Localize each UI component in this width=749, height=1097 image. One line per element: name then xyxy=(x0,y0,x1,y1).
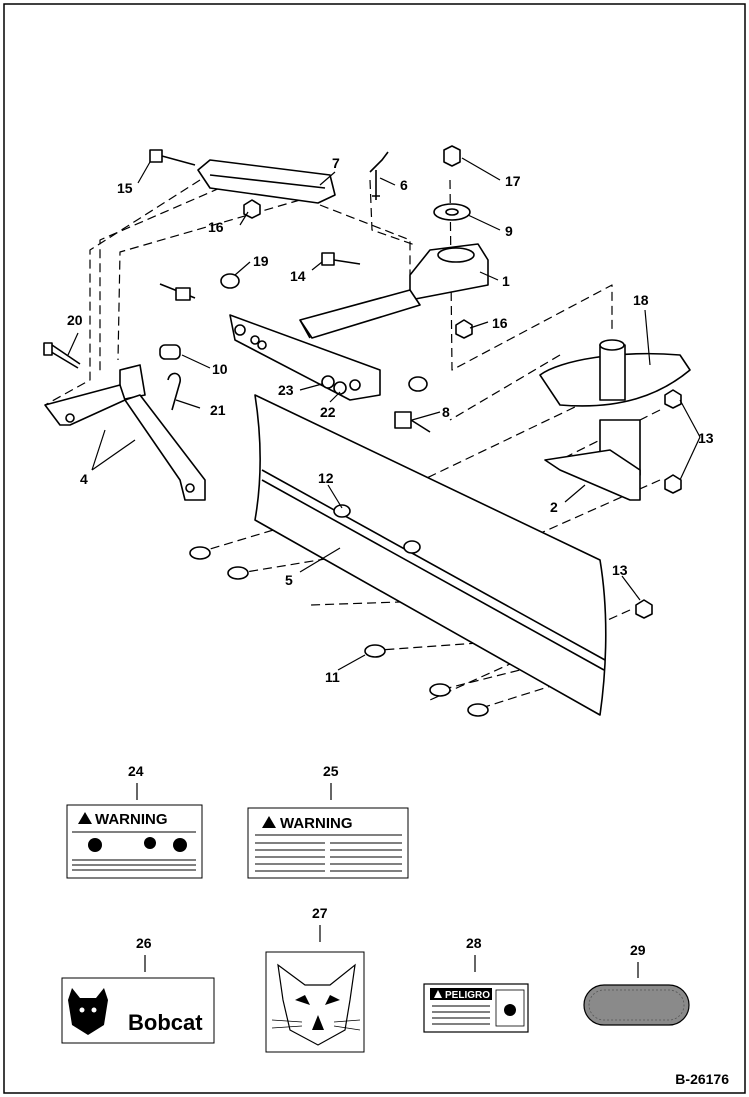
callout-20: 20 xyxy=(67,312,83,328)
bushing-10 xyxy=(159,344,181,360)
decal-25-warning: WARNING xyxy=(247,807,409,879)
bobcat-logo-icon xyxy=(68,988,108,1035)
decal-29-reflector xyxy=(583,984,690,1026)
callout-18: 18 xyxy=(633,292,649,308)
callout-labels: 15 7 6 17 9 16 19 14 1 16 18 20 10 23 22… xyxy=(67,155,714,958)
decal-leaders xyxy=(136,783,639,978)
lock-nut-extra xyxy=(408,376,428,392)
callout-25: 25 xyxy=(323,763,339,779)
bolt-upper-left xyxy=(159,283,196,301)
nut-22-23 xyxy=(321,375,347,395)
nut-13-middle xyxy=(664,474,682,494)
callout-22: 22 xyxy=(320,404,336,420)
decal-27-bobcat-head xyxy=(265,951,365,1053)
pin-20 xyxy=(43,342,81,369)
turntable-18 xyxy=(539,339,691,407)
decal-28-peligro: PELIGRO xyxy=(423,983,529,1033)
callout-26: 26 xyxy=(136,935,152,951)
nut-16-lower xyxy=(455,319,473,339)
nut-13-upper xyxy=(664,389,682,409)
pin-6 xyxy=(369,151,389,200)
decal-26-bobcat: Bobcat xyxy=(61,977,215,1044)
washer-9 xyxy=(433,203,471,221)
main-frame-tube xyxy=(229,243,489,401)
carriage-bolts xyxy=(189,504,489,717)
callout-21: 21 xyxy=(210,402,226,418)
callout-27: 27 xyxy=(312,905,328,921)
blade-mount-2 xyxy=(544,419,641,501)
blade-5 xyxy=(254,394,607,716)
callout-6: 6 xyxy=(400,177,408,193)
exploded-assembly xyxy=(43,145,691,717)
callout-16-lower: 16 xyxy=(492,315,508,331)
diagram-frame xyxy=(3,3,746,1094)
decal-26-brand: Bobcat xyxy=(128,1010,203,1035)
nut-17 xyxy=(443,145,461,167)
callout-13-upper: 13 xyxy=(698,430,714,446)
decal-24-title: WARNING xyxy=(95,811,168,828)
callout-2: 2 xyxy=(550,499,558,515)
decal-24-warning: WARNING xyxy=(66,804,203,879)
hair-pin-21 xyxy=(167,372,181,411)
callout-13-lower: 13 xyxy=(612,562,628,578)
callout-29: 29 xyxy=(630,942,646,958)
lock-nut-19 xyxy=(220,273,240,289)
bolt-15 xyxy=(149,149,196,166)
callout-8: 8 xyxy=(442,404,450,420)
callout-28: 28 xyxy=(466,935,482,951)
callout-leaders xyxy=(67,157,701,671)
nut-13-lower xyxy=(635,599,653,619)
upper-link-bracket xyxy=(197,159,336,204)
figure-number: B-26176 xyxy=(675,1071,729,1087)
callout-19: 19 xyxy=(253,253,269,269)
nut-16-upper xyxy=(243,199,261,219)
callout-9: 9 xyxy=(505,223,513,239)
callout-5: 5 xyxy=(285,572,293,588)
callout-24: 24 xyxy=(128,763,144,779)
bolt-14 xyxy=(321,252,361,266)
callout-10: 10 xyxy=(212,361,228,377)
callout-15: 15 xyxy=(117,180,133,196)
decal-28-title: PELIGRO xyxy=(445,990,490,1001)
callout-23: 23 xyxy=(278,382,294,398)
callout-1: 1 xyxy=(502,273,510,289)
decal-25-title: WARNING xyxy=(280,815,353,832)
callout-12: 12 xyxy=(318,470,334,486)
callout-11: 11 xyxy=(325,669,340,685)
callout-16-upper: 16 xyxy=(208,219,224,235)
pivot-bolt-8 xyxy=(394,411,431,433)
callout-17: 17 xyxy=(505,173,521,189)
callout-7: 7 xyxy=(332,155,340,171)
mount-bracket-4 xyxy=(44,364,206,501)
callout-14: 14 xyxy=(290,268,306,284)
callout-4: 4 xyxy=(80,471,88,487)
